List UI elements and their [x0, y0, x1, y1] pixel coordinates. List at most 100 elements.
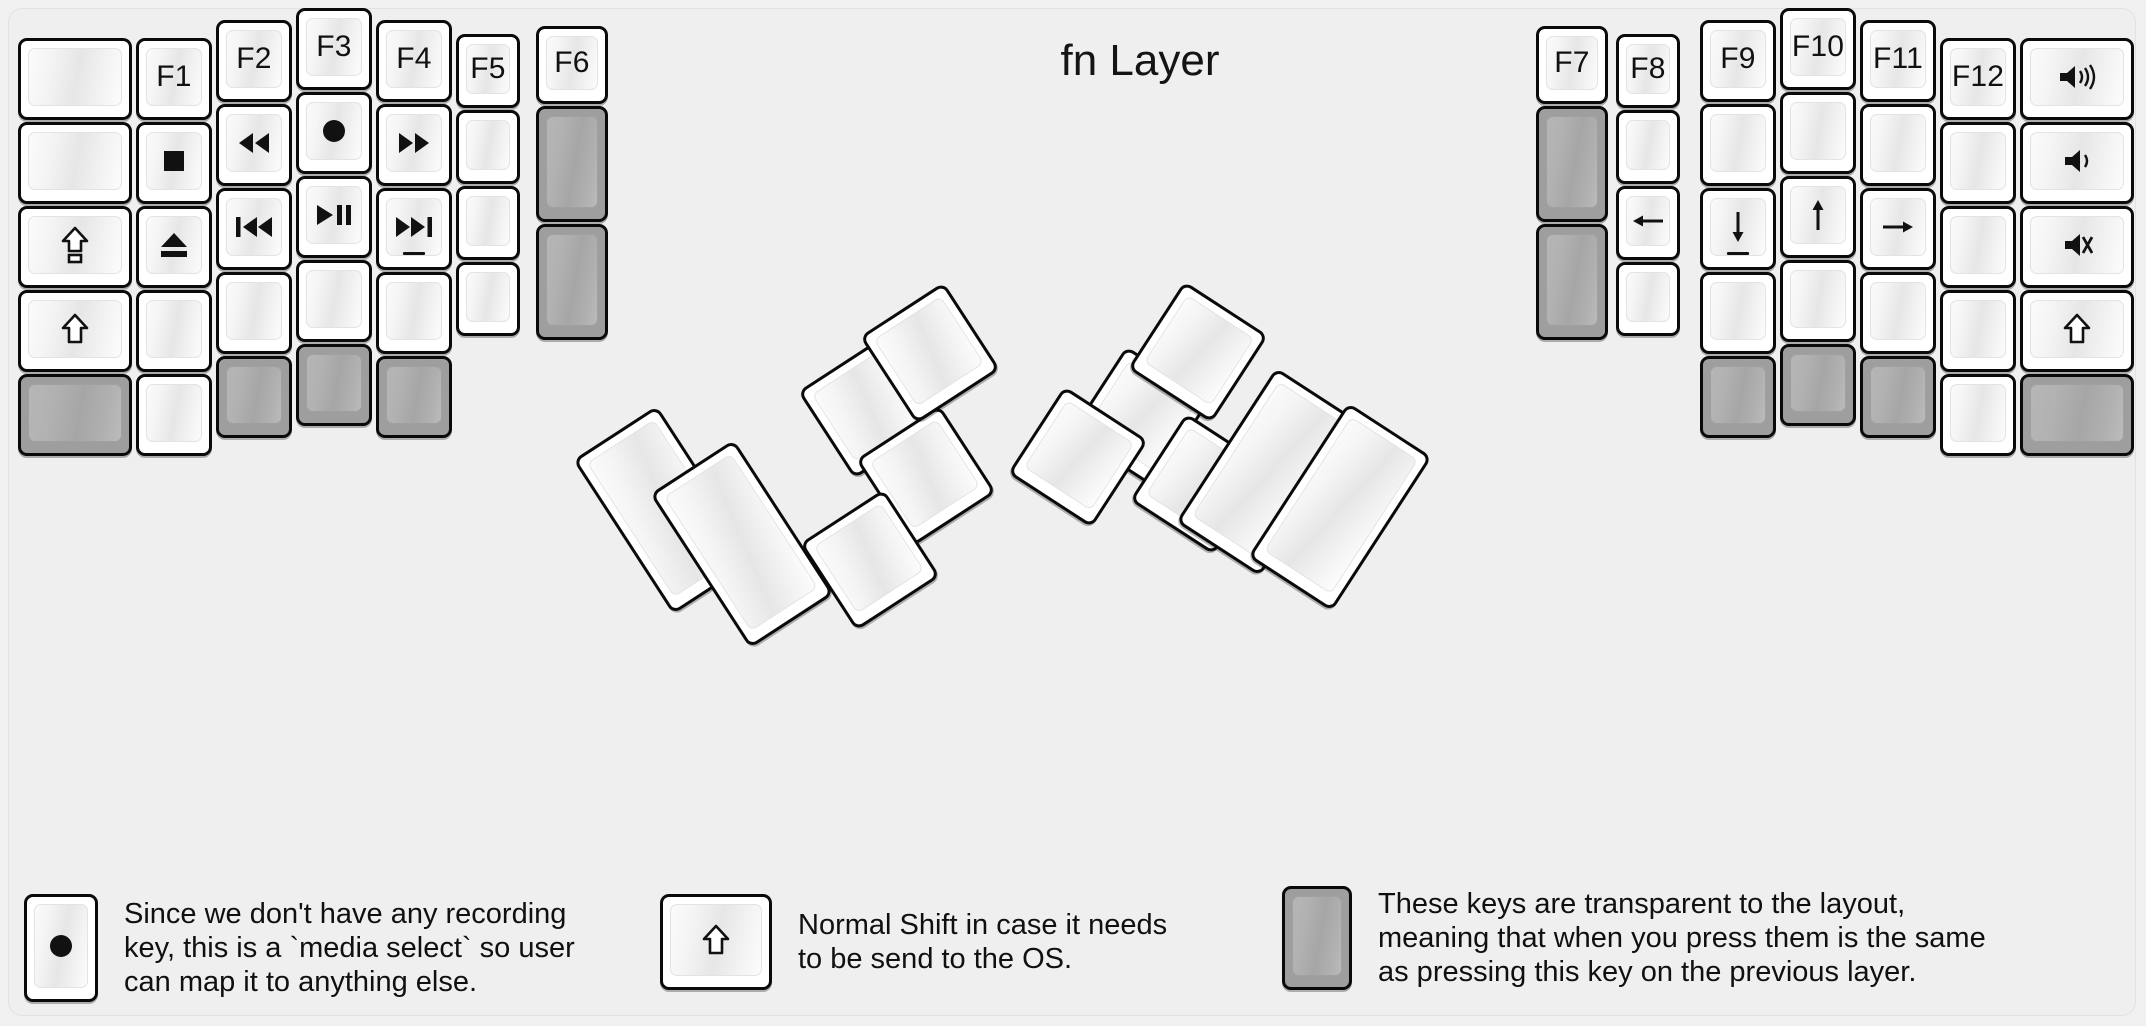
key-label: F3: [316, 30, 352, 63]
key-left-ring-3[interactable]: [216, 272, 292, 354]
key-right-index-inner-0[interactable]: F8: [1616, 34, 1680, 108]
key-left-middle-3[interactable]: [296, 260, 372, 342]
media-fast-forward-icon: [395, 130, 433, 156]
key-left-middle-2[interactable]: [296, 176, 372, 258]
key-left-index-3[interactable]: [376, 272, 452, 354]
key-left-index-inner-3[interactable]: [456, 262, 520, 336]
key-right-pinky-outer-1[interactable]: [2020, 122, 2134, 204]
key-label: F7: [1554, 46, 1590, 79]
legend: Since we don't have any recording key, t…: [0, 880, 2146, 1026]
key-right-index-0[interactable]: F9: [1700, 20, 1776, 102]
key-right-index-inner-1[interactable]: [1616, 110, 1680, 184]
key-right-index-3[interactable]: [1700, 272, 1776, 354]
key-right-pinky-outer-3[interactable]: [2020, 290, 2134, 372]
key-left-middle-1[interactable]: [296, 92, 372, 174]
key-underbar-marker: [403, 252, 425, 255]
key-left-pinky-outer-4[interactable]: [18, 374, 132, 456]
page-title: fn Layer: [1060, 36, 1220, 85]
volume-mute-icon: [2061, 230, 2093, 260]
key-right-pinky-outer-4[interactable]: [2020, 374, 2134, 456]
shift-icon: [61, 312, 89, 346]
legend-text-shift: Normal Shift in case it needs to be send…: [798, 908, 1168, 975]
key-right-pinky-outer-2[interactable]: [2020, 206, 2134, 288]
key-right-index-inner-3[interactable]: [1616, 262, 1680, 336]
key-left-index-inner-2[interactable]: [456, 186, 520, 260]
key-right-middle-1[interactable]: [1780, 92, 1856, 174]
key-right-inner-extra-1[interactable]: [1536, 106, 1608, 222]
key-left-index-1[interactable]: [376, 104, 452, 186]
key-underbar-marker: [1727, 252, 1749, 255]
key-left-pinky-1[interactable]: [136, 122, 212, 204]
key-left-middle-0[interactable]: F3: [296, 8, 372, 90]
key-label: F10: [1791, 30, 1845, 63]
key-left-pinky-4[interactable]: [136, 374, 212, 456]
key-left-ring-4[interactable]: [216, 356, 292, 438]
key-left-pinky-outer-0[interactable]: [18, 38, 132, 120]
media-stop-icon: [160, 147, 188, 175]
key-right-ring-4[interactable]: [1860, 356, 1936, 438]
key-right-pinky-2[interactable]: [1940, 206, 2016, 288]
key-right-middle-2[interactable]: [1780, 176, 1856, 258]
key-label: F4: [396, 42, 432, 75]
key-right-index-inner-2[interactable]: [1616, 186, 1680, 260]
media-record-icon: [46, 931, 76, 961]
key-right-index-2[interactable]: [1700, 188, 1776, 270]
key-right-pinky-4[interactable]: [1940, 374, 2016, 456]
key-left-index-4[interactable]: [376, 356, 452, 438]
key-right-pinky-outer-0[interactable]: [2020, 38, 2134, 120]
key-left-ring-0[interactable]: F2: [216, 20, 292, 102]
key-left-index-2[interactable]: [376, 188, 452, 270]
key-right-middle-4[interactable]: [1780, 344, 1856, 426]
key-left-inner-extra-0[interactable]: F6: [536, 26, 608, 104]
key-right-inner-extra-2[interactable]: [1536, 224, 1608, 340]
key-label: F2: [236, 42, 272, 75]
key-left-ring-1[interactable]: [216, 104, 292, 186]
key-right-middle-0[interactable]: F10: [1780, 8, 1856, 90]
key-left-index-inner-1[interactable]: [456, 110, 520, 184]
key-left-index-0[interactable]: F4: [376, 20, 452, 102]
key-left-pinky-3[interactable]: [136, 290, 212, 372]
key-right-index-1[interactable]: [1700, 104, 1776, 186]
media-eject-icon: [157, 230, 191, 260]
key-left-inner-extra-2[interactable]: [536, 224, 608, 340]
key-right-index-4[interactable]: [1700, 356, 1776, 438]
media-rewind-icon: [235, 130, 273, 156]
key-label: F6: [554, 46, 590, 79]
legend-key-transparent: [1282, 886, 1352, 990]
key-right-ring-1[interactable]: [1860, 104, 1936, 186]
key-right-pinky-3[interactable]: [1940, 290, 2016, 372]
key-right-pinky-1[interactable]: [1940, 122, 2016, 204]
key-label: F5: [470, 52, 506, 85]
key-left-pinky-outer-3[interactable]: [18, 290, 132, 372]
key-right-inner-extra-0[interactable]: F7: [1536, 26, 1608, 104]
legend-text-transparent: These keys are transparent to the layout…: [1378, 887, 1986, 989]
key-left-inner-extra-1[interactable]: [536, 106, 608, 222]
key-left-ring-2[interactable]: [216, 188, 292, 270]
media-next-track-icon: [393, 214, 435, 240]
legend-text-record: Since we don't have any recording key, t…: [124, 897, 575, 999]
key-left-pinky-outer-1[interactable]: [18, 122, 132, 204]
volume-up-icon: [2056, 62, 2098, 92]
arrow-down-icon: [1726, 209, 1750, 245]
key-left-index-inner-0[interactable]: F5: [456, 34, 520, 108]
arrow-left-icon: [1630, 209, 1666, 233]
key-left-pinky-2[interactable]: [136, 206, 212, 288]
legend-key-shift: [660, 894, 772, 990]
key-left-pinky-0[interactable]: F1: [136, 38, 212, 120]
shift-icon: [702, 923, 730, 957]
legend-item-transparent: These keys are transparent to the layout…: [1282, 886, 1986, 990]
key-left-middle-4[interactable]: [296, 344, 372, 426]
key-label: F12: [1951, 60, 2005, 93]
volume-down-icon: [2061, 146, 2093, 176]
key-right-ring-0[interactable]: F11: [1860, 20, 1936, 102]
key-right-ring-2[interactable]: [1860, 188, 1936, 270]
key-label: F8: [1630, 52, 1666, 85]
arrow-up-icon: [1806, 197, 1830, 233]
key-left-pinky-outer-2[interactable]: [18, 206, 132, 288]
key-right-middle-3[interactable]: [1780, 260, 1856, 342]
key-label: F1: [156, 60, 192, 93]
key-right-pinky-0[interactable]: F12: [1940, 38, 2016, 120]
key-right-ring-3[interactable]: [1860, 272, 1936, 354]
media-prev-track-icon: [233, 214, 275, 240]
media-play-pause-icon: [314, 202, 354, 228]
